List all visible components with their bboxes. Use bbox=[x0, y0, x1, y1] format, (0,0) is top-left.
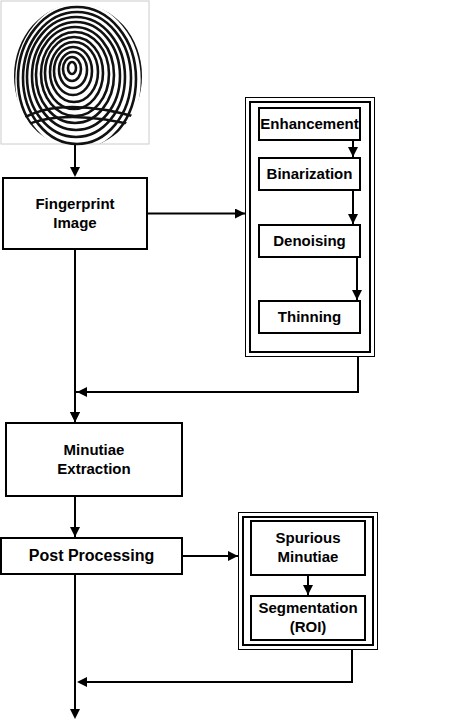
node-label: Binarization bbox=[267, 165, 353, 184]
node-label: Minutiae Extraction bbox=[44, 441, 144, 479]
flow-arrow bbox=[148, 213, 245, 215]
fingerprint-ridges bbox=[14, 2, 145, 158]
arrow-head bbox=[70, 709, 80, 719]
ridge bbox=[14, 2, 142, 158]
ridge bbox=[41, 32, 109, 116]
node-label: Fingerprint Image bbox=[25, 195, 125, 233]
process-box: Enhancement bbox=[258, 107, 361, 141]
ridge bbox=[68, 62, 76, 74]
node-label: Segmentation (ROI) bbox=[252, 599, 364, 637]
ridge bbox=[63, 57, 81, 81]
image-frame bbox=[1, 1, 149, 144]
arrow-head bbox=[77, 387, 87, 397]
flow-arrow bbox=[75, 357, 358, 422]
return-line bbox=[84, 650, 352, 682]
input-line bbox=[74, 145, 76, 169]
process-box: Denoising bbox=[258, 224, 361, 258]
arrow-head bbox=[70, 167, 80, 177]
ridge bbox=[23, 12, 131, 144]
process-box: Fingerprint Image bbox=[2, 177, 148, 250]
process-box: Segmentation (ROI) bbox=[250, 595, 366, 641]
node-label: Post Processing bbox=[29, 546, 154, 566]
node-label: Denoising bbox=[273, 232, 346, 251]
node-label: Spurious Minutiae bbox=[258, 529, 358, 567]
flow-arrow bbox=[74, 497, 76, 537]
process-box: Thinning bbox=[258, 300, 361, 334]
arrow-head bbox=[77, 677, 87, 687]
flow-arrow bbox=[183, 555, 238, 557]
process-box: Minutiae Extraction bbox=[5, 422, 183, 497]
group-box: Spurious MinutiaeSegmentation (ROI) bbox=[238, 512, 378, 650]
ridge bbox=[15, 117, 145, 130]
node-label: Enhancement bbox=[260, 115, 358, 134]
ridge bbox=[59, 52, 87, 88]
process-box: Post Processing bbox=[0, 537, 183, 575]
process-box: Binarization bbox=[258, 157, 361, 191]
ridge bbox=[54, 47, 92, 95]
ridge bbox=[50, 42, 98, 102]
process-box: Spurious Minutiae bbox=[250, 520, 366, 576]
ridge bbox=[32, 22, 120, 130]
ridge bbox=[45, 37, 103, 109]
ridge bbox=[18, 7, 136, 151]
flow-arrow bbox=[74, 250, 76, 422]
group-box: EnhancementBinarizationDenoisingThinning bbox=[245, 97, 375, 357]
node-label: Thinning bbox=[278, 308, 341, 327]
fingerprint-image bbox=[1, 1, 149, 158]
output-line bbox=[74, 575, 76, 710]
